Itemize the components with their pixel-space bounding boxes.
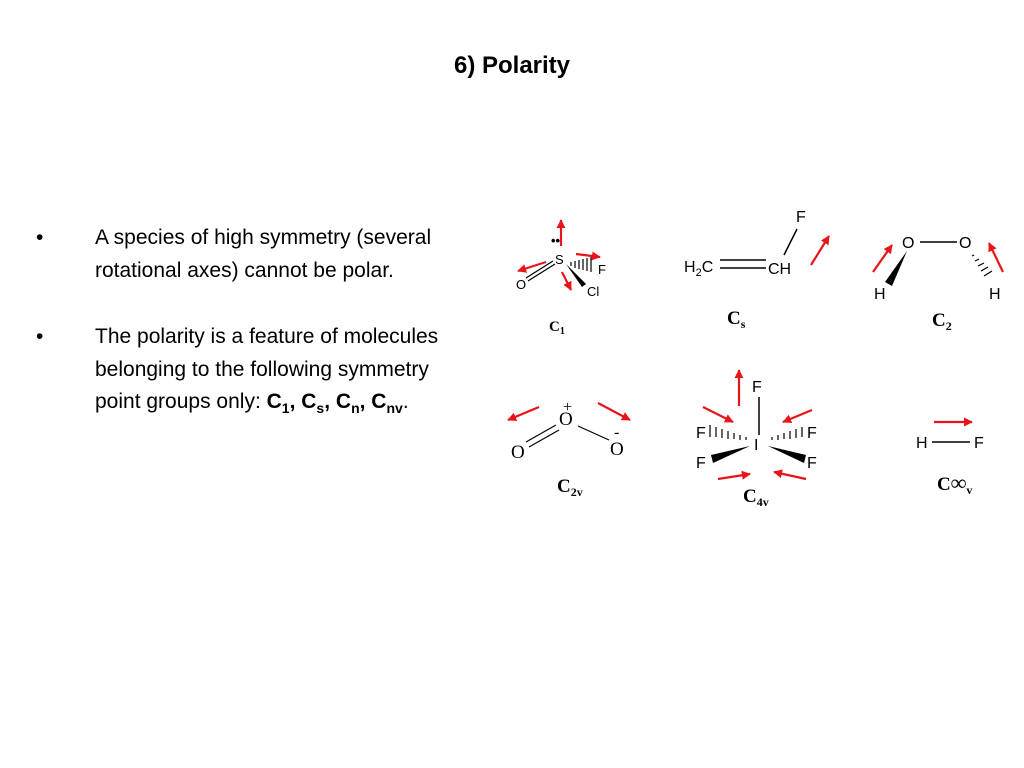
dipole-arrow-left [872,244,893,273]
atom-f: F [796,209,806,226]
bond-s-o [525,260,554,279]
bullet-symbol: • [36,226,44,249]
bond-double-2 [528,429,560,448]
group-label-cs: Cs [727,308,746,331]
bond-double-1 [525,424,557,443]
wedge-s-cl [566,264,586,287]
atom-f-upper-left: F [696,425,706,442]
atom-f-upper-right: F [807,425,817,442]
group-label-c4v: C4v [743,486,769,509]
charge-plus: + [563,399,572,416]
molecule-if5: I F F F F F C4v [696,369,817,509]
atom-o2: O [959,235,971,252]
atom-f-lower-right: F [807,455,817,472]
atom-h2: H [989,286,1001,303]
wedge-lower-right [768,446,806,463]
hash-o-h [971,254,993,277]
atom-f-top: F [752,379,762,396]
dipole-arrows-socl [517,219,601,291]
atom-f: F [598,262,606,277]
atom-h2c: H2C [684,259,713,279]
molecule-hf: H F C∞v [916,417,984,497]
dipole-arrow-right [988,242,1004,273]
hash-right [771,427,803,440]
hash-left [709,425,747,440]
dipole-arrow-left [507,405,540,422]
atom-o1: O [902,235,914,252]
bond-single [577,425,610,441]
atom-h: H [916,435,928,452]
bullet-high-symmetry: • A species of high symmetry (several ro… [28,222,478,287]
molecule-vinyl-fluoride: H2C CH F Cs [684,209,830,331]
atom-s: S [555,252,564,267]
bond-c-f [783,228,798,256]
wedge-lower-left [711,446,750,463]
atom-cl: Cl [587,284,599,299]
atom-f-lower-left: F [696,455,706,472]
hash-s-f [570,257,592,272]
point-group-cs: Cs [301,390,325,417]
bullet-symbol: • [36,325,44,348]
atom-o-left: O [511,442,525,463]
bullet-list: • A species of high symmetry (several ro… [28,222,478,453]
bond-s-o-double [527,263,556,282]
charge-minus: - [614,424,619,441]
atom-o: O [516,277,526,292]
atom-h1: H [874,286,886,303]
atom-o-center: O [559,409,573,430]
atom-i: I [754,437,758,454]
group-label-c2v: C2v [557,476,583,499]
dipole-arrow-right [597,402,631,421]
point-group-c1: C1 [266,390,290,417]
bullet-text: A species of high symmetry (several rota… [95,226,432,282]
slide-title: 6) Polarity [453,52,571,79]
point-group-cn: Cn [335,390,360,417]
group-label-c1: C1 [549,319,565,337]
atom-f: F [974,435,984,452]
dipole-arrows-if5 [702,369,813,481]
atom-o-right: O [610,439,624,460]
lone-pair: •• [551,233,561,248]
atom-ch: CH [768,261,791,278]
dipole-arrow-vinyl [810,235,830,266]
point-group-cnv: Cnv [371,390,403,417]
group-label-cinfv: C∞v [937,470,972,497]
molecule-hydrogen-peroxide: O O H H C2 [872,235,1004,333]
bullet-point-groups: • The polarity is a feature of molecules… [28,321,478,419]
group-label-c2: C2 [932,310,952,333]
bullet-text: The polarity is a feature of molecules b… [95,325,439,413]
molecule-socl: S •• O F Cl C1 [516,219,606,337]
wedge-o-h [885,251,907,286]
molecule-ozone: O + O O - C2v [507,399,631,499]
